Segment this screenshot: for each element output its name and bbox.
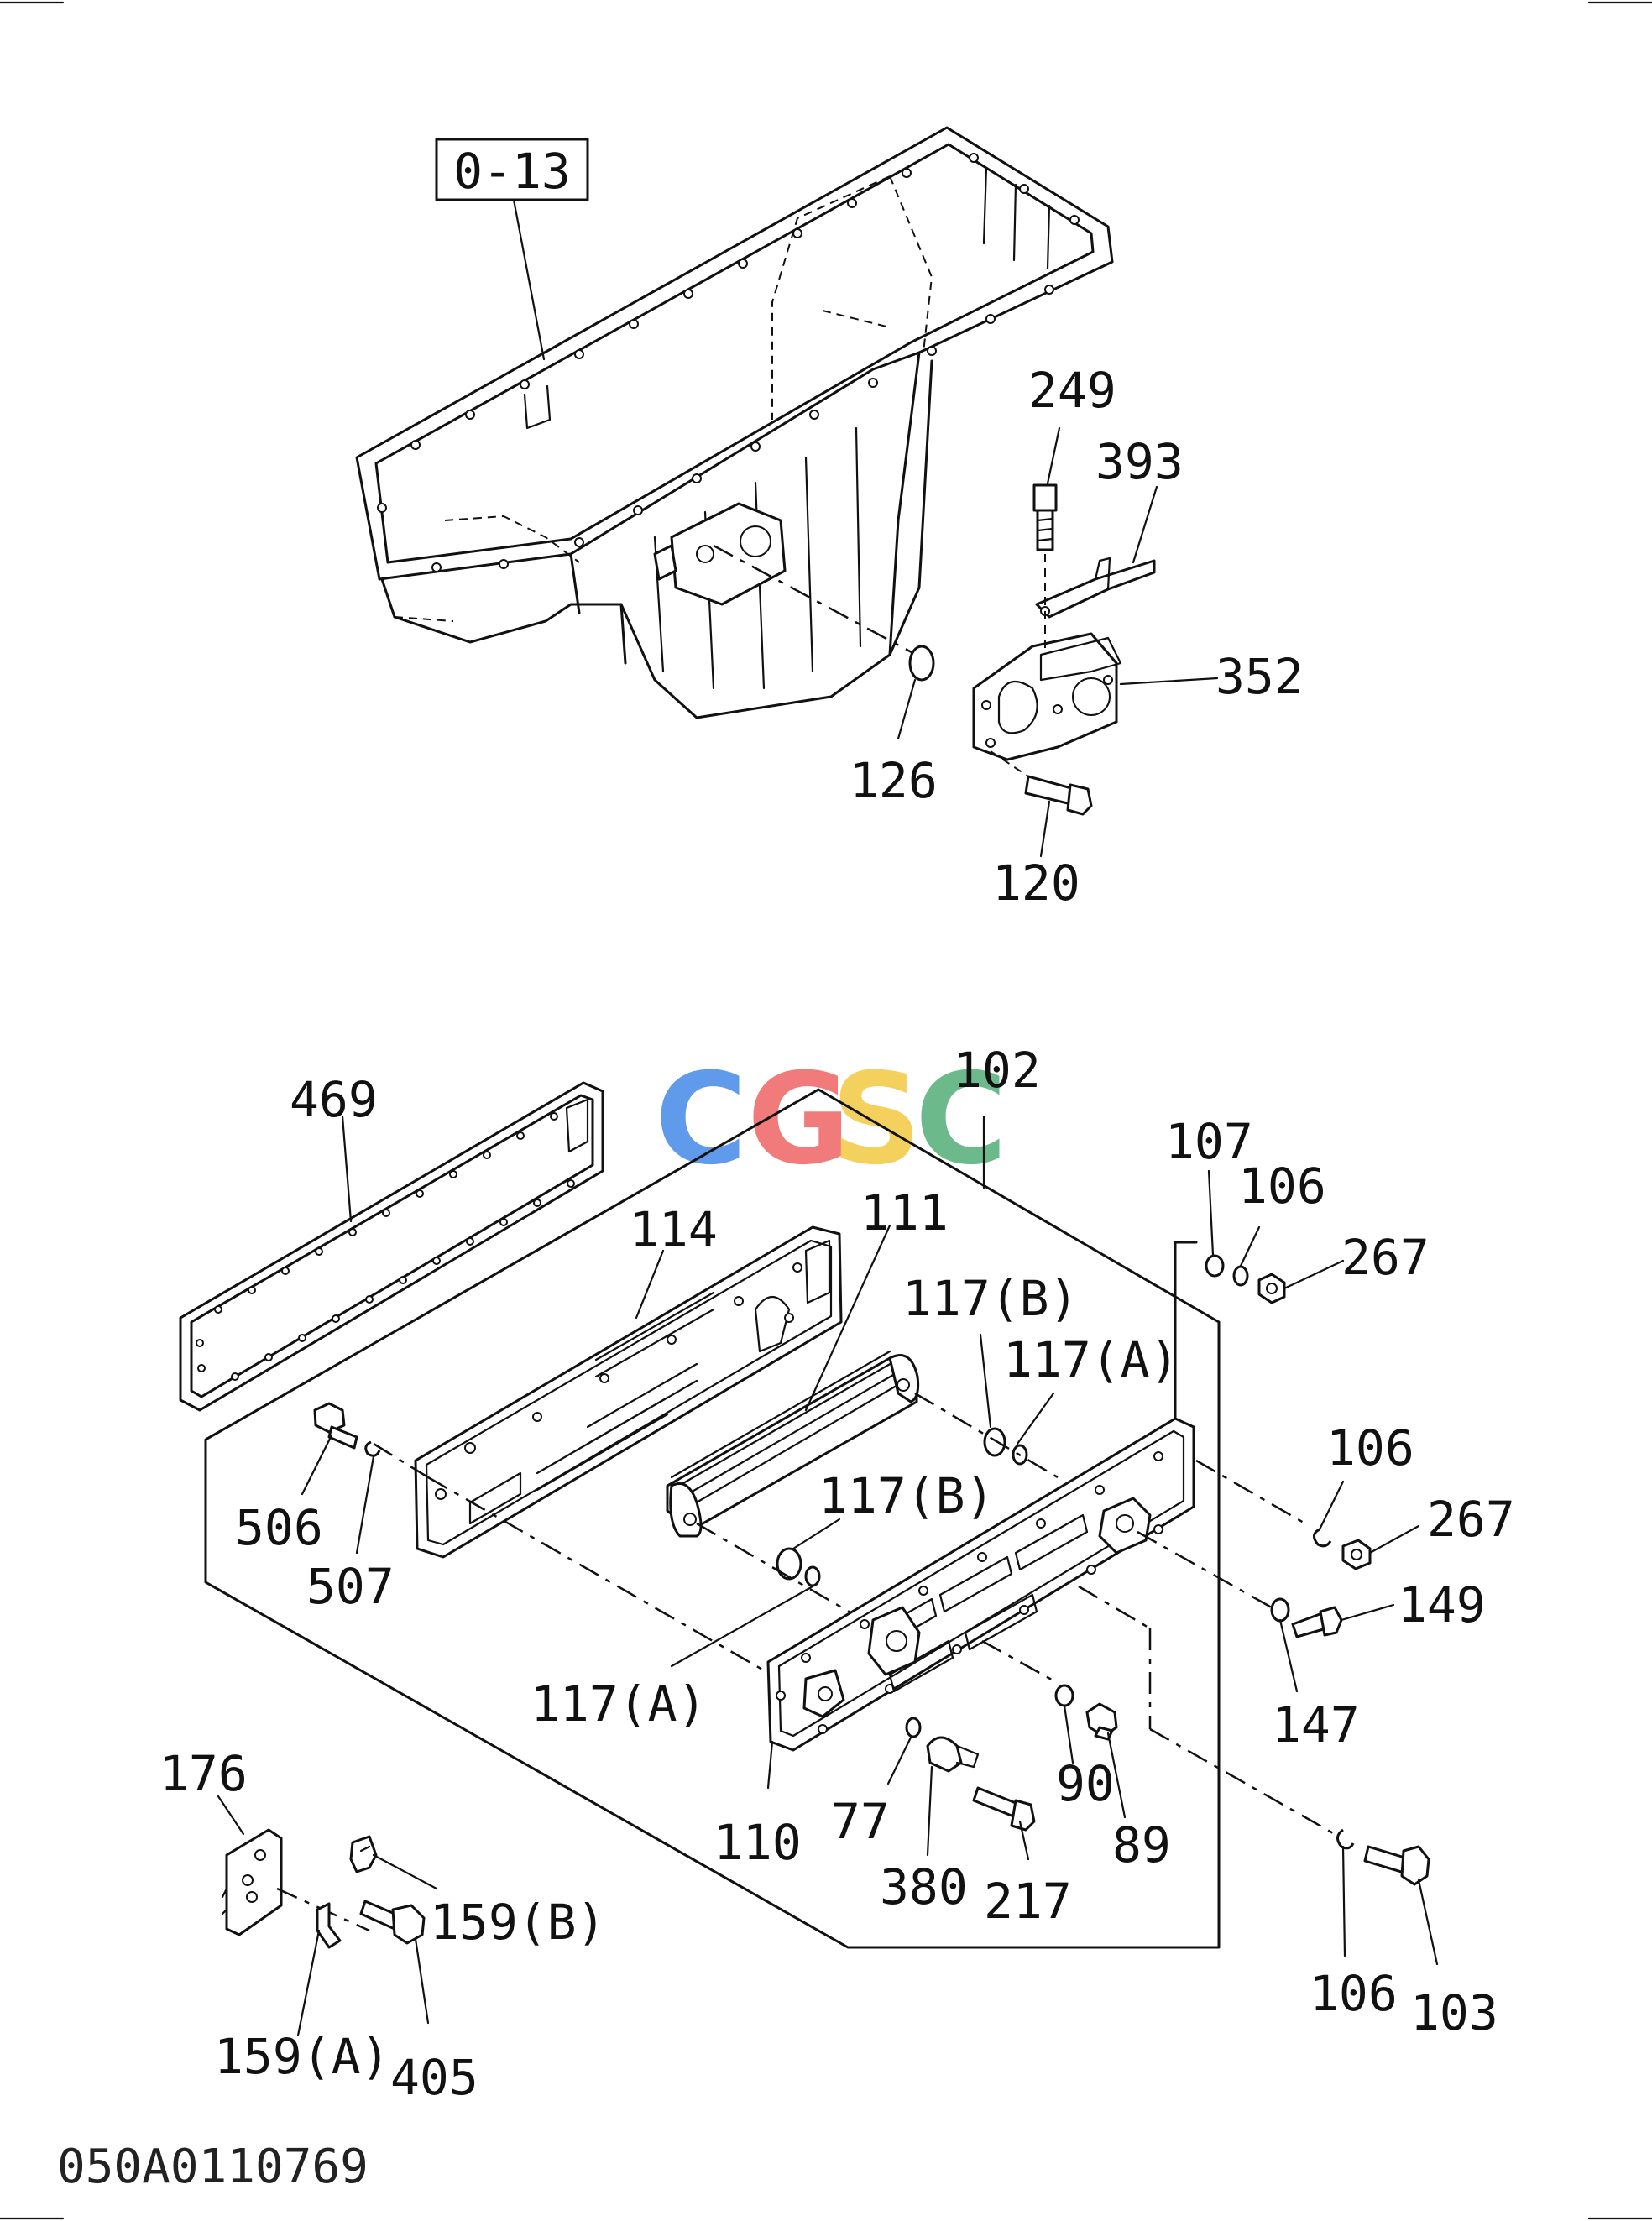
label-106-bot: 106: [1310, 1965, 1398, 2022]
label-106-top: 106: [1238, 1158, 1326, 1215]
watermark-letter-1: C: [655, 1047, 747, 1193]
bolt-405: [359, 1900, 430, 2025]
assembly-frame-102: [204, 1088, 1221, 1949]
label-90: 90: [1056, 1755, 1115, 1812]
rim-bolt-holes: [377, 153, 1080, 572]
label-147: 147: [1272, 1696, 1360, 1753]
label-217: 217: [984, 1873, 1072, 1930]
label-120: 120: [992, 854, 1080, 912]
watermark-letter-3: S: [831, 1047, 922, 1193]
fastener-group-506: [301, 1402, 381, 1555]
label-393: 393: [1095, 433, 1184, 490]
cooler-element-111: [666, 1224, 920, 1538]
label-89: 89: [1112, 1816, 1171, 1873]
watermark-letter-4: C: [915, 1047, 1007, 1193]
label-114: 114: [630, 1201, 718, 1258]
bolt-249: [1032, 426, 1061, 655]
o-ring-117b-top: [983, 1427, 1006, 1457]
o-ring-117a-mid: [804, 1565, 821, 1587]
label-117a-top: 117(A): [1003, 1331, 1179, 1388]
pan-ribs: [653, 166, 1051, 690]
label-111: 111: [860, 1184, 949, 1241]
label-405: 405: [390, 2049, 478, 2106]
label-117b-mid: 117(B): [818, 1467, 995, 1524]
label-159a: 159(A): [214, 2028, 390, 2085]
label-117b-top: 117(B): [902, 1270, 1079, 1327]
fastener-group-149: [1270, 1597, 1395, 1693]
label-267-top: 267: [1341, 1229, 1430, 1286]
fastener-group-top: [1205, 1169, 1345, 1304]
fastener-group-217: [886, 1717, 1036, 1861]
label-380: 380: [880, 1858, 968, 1915]
adapter-352: [972, 632, 1219, 761]
label-110: 110: [714, 1814, 802, 1871]
cover-plate-114: [414, 1225, 843, 1559]
label-267-mid: 267: [1427, 1491, 1515, 1548]
label-103: 103: [1410, 1984, 1498, 2041]
label-506: 506: [235, 1499, 323, 1556]
label-77: 77: [831, 1793, 890, 1850]
oil-pan-drawing: [355, 126, 1114, 719]
clip-159a: [296, 1902, 342, 2037]
reference-box: 0-13: [435, 138, 589, 361]
clip-159b: [349, 1835, 438, 1890]
drawing-code: 050A0110769: [57, 2140, 369, 2194]
label-107: 107: [1165, 1113, 1253, 1170]
label-176: 176: [159, 1745, 248, 1802]
label-159b: 159(B): [430, 1894, 606, 1951]
housing-110: [766, 1417, 1195, 1790]
label-149: 149: [1398, 1576, 1486, 1633]
fastener-group-103: [1336, 1828, 1439, 1966]
reference-label: 0-13: [453, 143, 571, 200]
bracket-393: [1035, 485, 1158, 619]
gasket-469: [179, 1081, 604, 1412]
label-126: 126: [850, 752, 938, 809]
o-ring-117b-mid: [776, 1547, 802, 1581]
label-106-mid: 106: [1326, 1419, 1414, 1476]
label-469: 469: [290, 1071, 378, 1128]
label-117a-mid: 117(A): [531, 1675, 707, 1732]
bracket-176: [217, 1795, 283, 1936]
fastener-group-mid: [1313, 1480, 1420, 1570]
label-102: 102: [953, 1042, 1041, 1099]
label-249: 249: [1028, 362, 1116, 419]
o-ring-126: [908, 645, 935, 682]
label-352: 352: [1215, 648, 1304, 705]
fastener-group-89: [1054, 1684, 1127, 1819]
label-507: 507: [306, 1558, 395, 1615]
bolt-120: [990, 750, 1093, 858]
